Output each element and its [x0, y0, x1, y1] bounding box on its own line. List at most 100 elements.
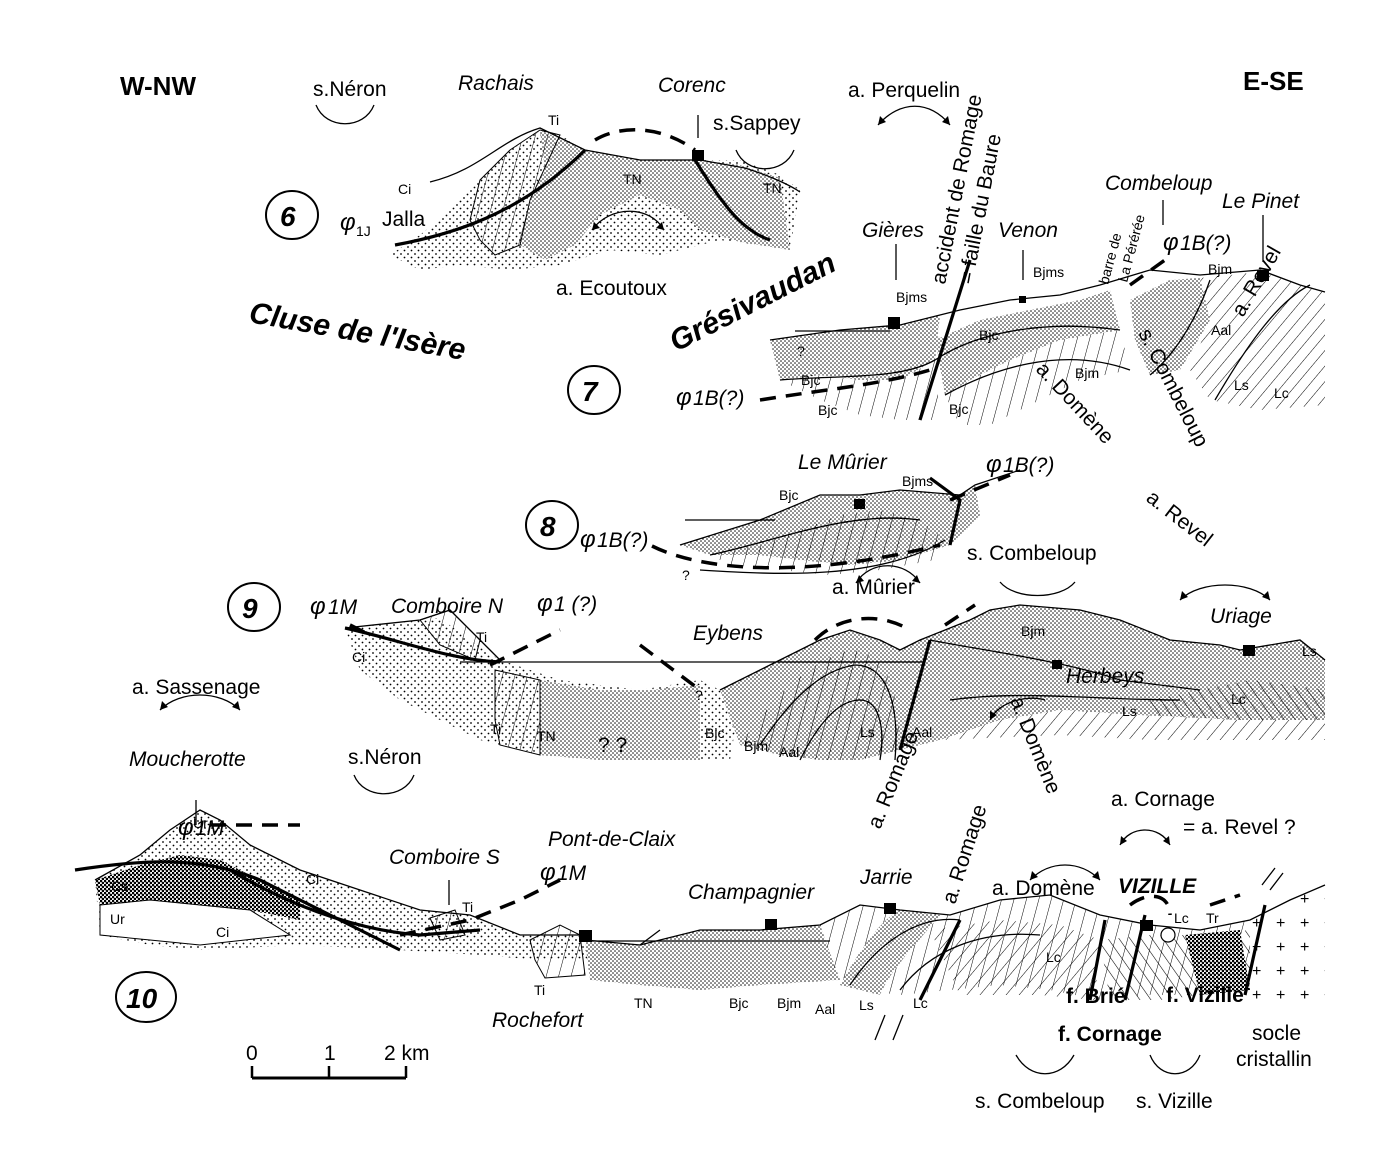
- s10-lc-3: Lc: [1174, 910, 1189, 926]
- s7-bjm-area: [945, 330, 1130, 425]
- s8-fault-right-sub: 1B(?): [1003, 454, 1054, 477]
- s10-tn: TN: [634, 995, 653, 1011]
- section-6-tn-area: [520, 130, 790, 260]
- s7-fault-right-symbol: φ: [1163, 229, 1179, 256]
- s6-a-ecoutoux: a. Ecoutoux: [556, 277, 667, 300]
- s10-pont-de-claix: Pont-de-Claix: [548, 828, 677, 851]
- s8-bjms: Bjms: [902, 473, 933, 489]
- s10-tr: Tr: [1206, 910, 1219, 926]
- s10-cristallin: cristallin: [1236, 1048, 1312, 1071]
- s10-cs-area: [95, 855, 300, 920]
- s10-tr-area: [1185, 930, 1250, 995]
- s8-fault-left-symbol: φ: [580, 526, 596, 553]
- s10-lc-1: Lc: [913, 995, 928, 1011]
- s7-bjc-4: Bjc: [949, 401, 968, 417]
- s10-jarrie: Jarrie: [859, 866, 913, 889]
- s9-s-combeloup: s. Combeloup: [967, 542, 1097, 565]
- s9-q: ?: [695, 687, 703, 703]
- s10-ur-1: Ur: [193, 815, 208, 831]
- scale-1: 1: [324, 1042, 336, 1065]
- s10-ur-2: Ur: [110, 911, 125, 927]
- s10-ls: Ls: [859, 997, 874, 1013]
- s6-jalla: Jalla: [382, 208, 426, 231]
- orientation-west: W-NW: [120, 71, 196, 101]
- s8-fault-left-sub: 1B(?): [597, 529, 648, 552]
- s9-bjc: Bjc: [705, 725, 724, 741]
- region-cluse: Cluse de l'Isère: [247, 296, 468, 367]
- s7-aal: Aal: [1211, 322, 1231, 338]
- s9-ti-bank: [494, 669, 541, 756]
- s6-s-neron: s.Néron: [313, 78, 387, 101]
- s9-ls-3: Ls: [1302, 643, 1317, 659]
- s10-rochefort: Rochefort: [492, 1009, 584, 1032]
- s9-ls-1: Ls: [860, 724, 875, 740]
- s7-fault-left-sub: 1B(?): [693, 387, 744, 410]
- s6-rachais: Rachais: [458, 72, 534, 95]
- s10-fault-right-symbol: φ: [540, 859, 556, 886]
- scale-2km: 2 km: [384, 1042, 430, 1065]
- s10-fault-left-symbol: φ: [178, 814, 194, 841]
- s10-f-cornage: f. Cornage: [1058, 1023, 1162, 1046]
- scale-bar: 0 1 2 km: [246, 1042, 430, 1080]
- s10-a-romage: a. Romage: [938, 802, 992, 907]
- s7-le-pinet: Le Pinet: [1222, 190, 1300, 213]
- s9-bjm-2: Bjm: [1021, 623, 1045, 639]
- scale-0: 0: [246, 1042, 258, 1065]
- s10-ur-area: [99, 899, 292, 946]
- s9-aal-2: Aal: [912, 724, 932, 740]
- s9-fault-mid-symbol: φ: [537, 590, 553, 617]
- s9-bjm-fold: [740, 650, 900, 760]
- section-9-number: 9: [242, 593, 258, 624]
- section-6-ti-bank: [469, 129, 561, 256]
- section-6: 6 s.Néron Rachais Corenc s.Sappey a. Eco…: [265, 72, 801, 300]
- s10-s-vizille: s. Vizille: [1136, 1090, 1213, 1113]
- s10-f-vizille: f. Vizille: [1166, 984, 1244, 1007]
- s7-aal-area: [1130, 278, 1210, 375]
- s8-a-murier: a. Mûrier: [832, 576, 915, 599]
- s9-bjm-1: Bjm: [744, 738, 768, 754]
- s9-comboire-n: Comboire N: [391, 595, 504, 618]
- orientation-east: E-SE: [1243, 66, 1304, 96]
- s9-ti-2: Ti: [490, 721, 501, 737]
- s10-a-cornage-1: a. Cornage: [1111, 788, 1215, 811]
- section-8: 8 Le Mûrier a. Mûrier φ 1B(?) φ 1B(?) Bj…: [525, 451, 1054, 599]
- section-6-number: 6: [280, 201, 296, 232]
- s10-tn-area: [585, 925, 840, 990]
- section-10-number: 10: [126, 983, 158, 1014]
- section-10-number-circle: [115, 971, 177, 1023]
- s10-comboire-s: Comboire S: [389, 846, 500, 869]
- s10-ti-1: Ti: [462, 899, 473, 915]
- s9-lc: Lc: [1231, 691, 1246, 707]
- s7-a-perquelin: a. Perquelin: [848, 79, 960, 102]
- s10-a-sassenage: a. Sassenage: [132, 676, 260, 699]
- s8-bjc-area: [710, 510, 945, 575]
- s7-bjm-2: Bjm: [1075, 365, 1099, 381]
- s9-aal-1: Aal: [779, 744, 799, 760]
- s9-qq: ? ?: [598, 734, 627, 757]
- s9-lc-area: [1150, 680, 1325, 720]
- s10-ci-1: Ci: [306, 871, 319, 887]
- s9-fault-mid-sub: 1 (?): [554, 593, 597, 616]
- s7-fault-left-symbol: φ: [676, 384, 692, 411]
- s10-champagnier: Champagnier: [688, 881, 815, 904]
- s7-fault-right-sub: 1B(?): [1180, 232, 1231, 255]
- s7-combeloup: Combeloup: [1105, 172, 1212, 195]
- s7-q: ?: [797, 343, 805, 359]
- s10-f-brie: f. Brié: [1066, 985, 1126, 1008]
- s10-socle: socle: [1252, 1022, 1301, 1045]
- s6-corenc: Corenc: [658, 74, 726, 97]
- s7-bjc-area: [780, 360, 940, 420]
- s6-s-sappey: s.Sappey: [713, 112, 801, 135]
- s10-ls-area: [930, 920, 1100, 1000]
- s7-ls: Ls: [1234, 377, 1249, 393]
- s10-aal: Aal: [815, 1001, 835, 1017]
- s9-fault-left-symbol: φ: [310, 593, 326, 620]
- s6-ci: Ci: [398, 181, 411, 197]
- s10-s-combeloup: s. Combeloup: [975, 1090, 1105, 1113]
- section-7-number-circle: [567, 365, 621, 415]
- s9-ci: Ci: [352, 649, 365, 665]
- s9-tn-area: [540, 680, 700, 760]
- s10-moucherotte: Moucherotte: [129, 748, 246, 771]
- s6-tn-right: TN: [763, 180, 782, 196]
